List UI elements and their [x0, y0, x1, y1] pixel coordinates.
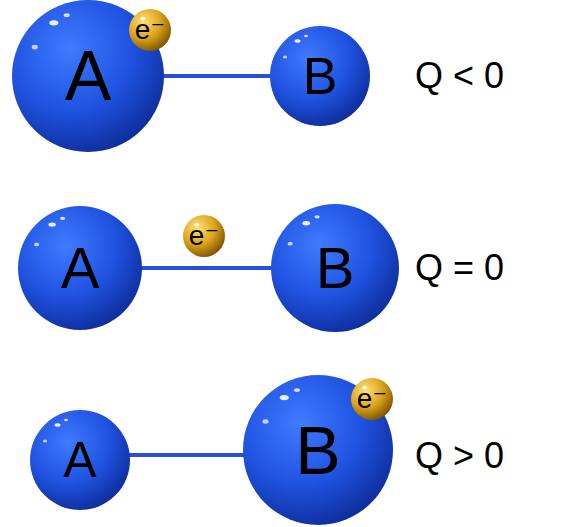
electron-sphere: e⁻ [129, 9, 171, 51]
bond-line [162, 74, 272, 78]
charge-label: Q = 0 [415, 250, 504, 286]
atom-sphere: B [271, 204, 399, 332]
electron-sphere: e⁻ [183, 215, 225, 257]
atom-letter: A [61, 239, 100, 297]
atom-sphere: A [18, 206, 142, 330]
atom-letter: B [316, 239, 355, 297]
electron-symbol: e⁻ [357, 385, 387, 413]
atom-sphere: Be⁻ [243, 375, 393, 525]
atom-sphere: Ae⁻ [12, 0, 164, 152]
atom-letter: A [63, 435, 96, 485]
bond-line [128, 453, 245, 457]
atom-sphere: B [270, 26, 370, 126]
charge-label: Q < 0 [415, 58, 504, 94]
electron-symbol: e⁻ [135, 16, 165, 44]
charge-label: Q > 0 [415, 438, 504, 474]
atom-letter: A [65, 41, 112, 111]
bond-line [140, 266, 273, 270]
atom-letter: B [303, 50, 338, 102]
atom-sphere: A [30, 410, 130, 510]
electron-sphere: e⁻ [351, 378, 393, 420]
electron-symbol: e⁻ [189, 222, 219, 250]
atom-letter: B [295, 416, 340, 484]
